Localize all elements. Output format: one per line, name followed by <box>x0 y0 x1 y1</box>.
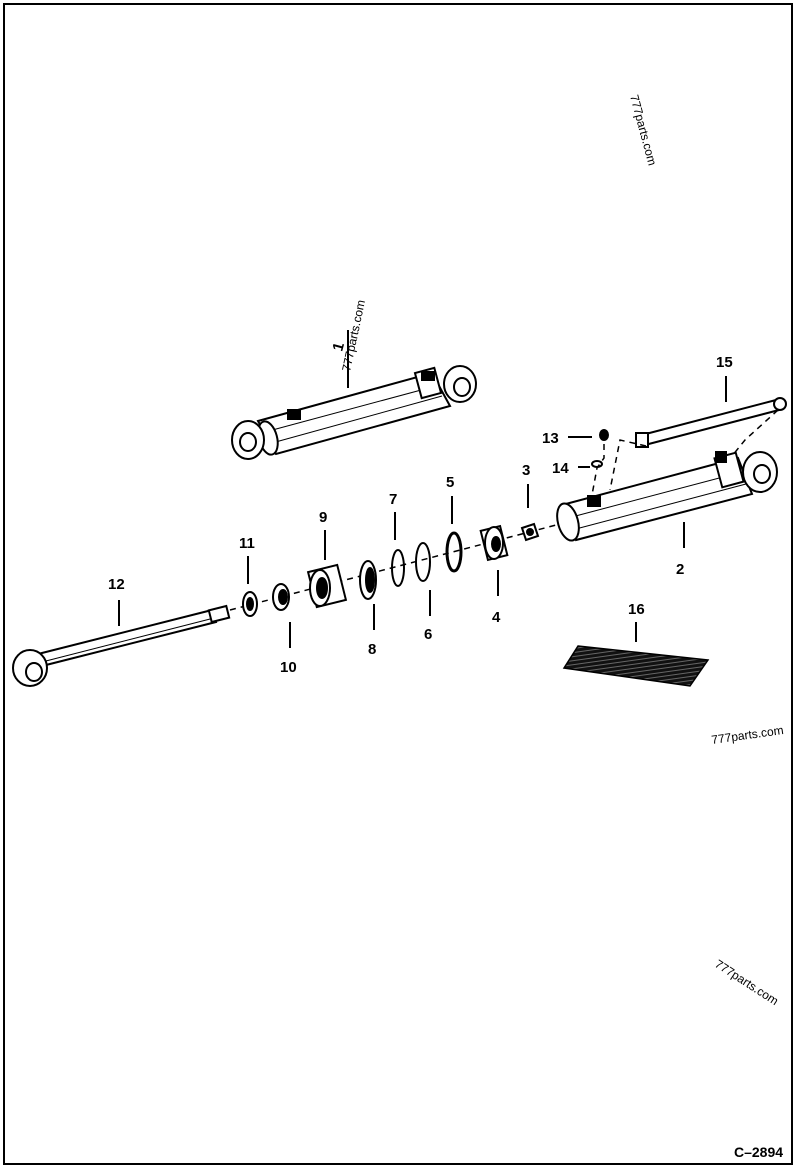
callout-4: 4 <box>492 609 501 626</box>
seal-5 <box>445 531 463 573</box>
callout-2: 2 <box>676 561 684 578</box>
callout-16: 16 <box>628 601 645 618</box>
callout-15: 15 <box>716 354 733 371</box>
callout-labels: 2 3 4 5 6 7 8 9 10 11 12 13 14 15 16 1 <box>108 341 733 676</box>
callout-12: 12 <box>108 576 125 593</box>
o-ring-6 <box>415 542 431 582</box>
watermark-text: 777parts.com <box>712 957 781 1008</box>
watermark-text: 777parts.com <box>710 723 784 747</box>
callout-9: 9 <box>319 509 327 526</box>
assembled-cylinder <box>231 365 477 460</box>
hydraulic-tube <box>635 397 787 448</box>
drawing-code: C–2894 <box>734 1144 783 1160</box>
callout-10: 10 <box>280 659 297 676</box>
piston-rod <box>12 604 231 687</box>
cylinder-barrel <box>556 451 778 542</box>
callout-leaders <box>118 376 727 648</box>
watermark-text: 777parts.com <box>627 93 659 167</box>
fitting-13 <box>599 429 609 441</box>
callout-5: 5 <box>446 474 454 491</box>
callout-11: 11 <box>239 535 255 552</box>
callout-13: 13 <box>542 430 559 447</box>
watermark-text: 777parts.com <box>339 299 368 373</box>
o-ring-14 <box>591 460 603 468</box>
callout-7: 7 <box>389 491 397 508</box>
diagram-frame <box>3 3 793 1165</box>
o-ring-7 <box>391 549 405 587</box>
callout-14: 14 <box>552 460 569 477</box>
callout-6: 6 <box>424 626 432 643</box>
callout-3: 3 <box>522 462 530 479</box>
seal-parts <box>242 522 540 617</box>
callout-8: 8 <box>368 641 376 658</box>
decal-16 <box>562 645 710 687</box>
